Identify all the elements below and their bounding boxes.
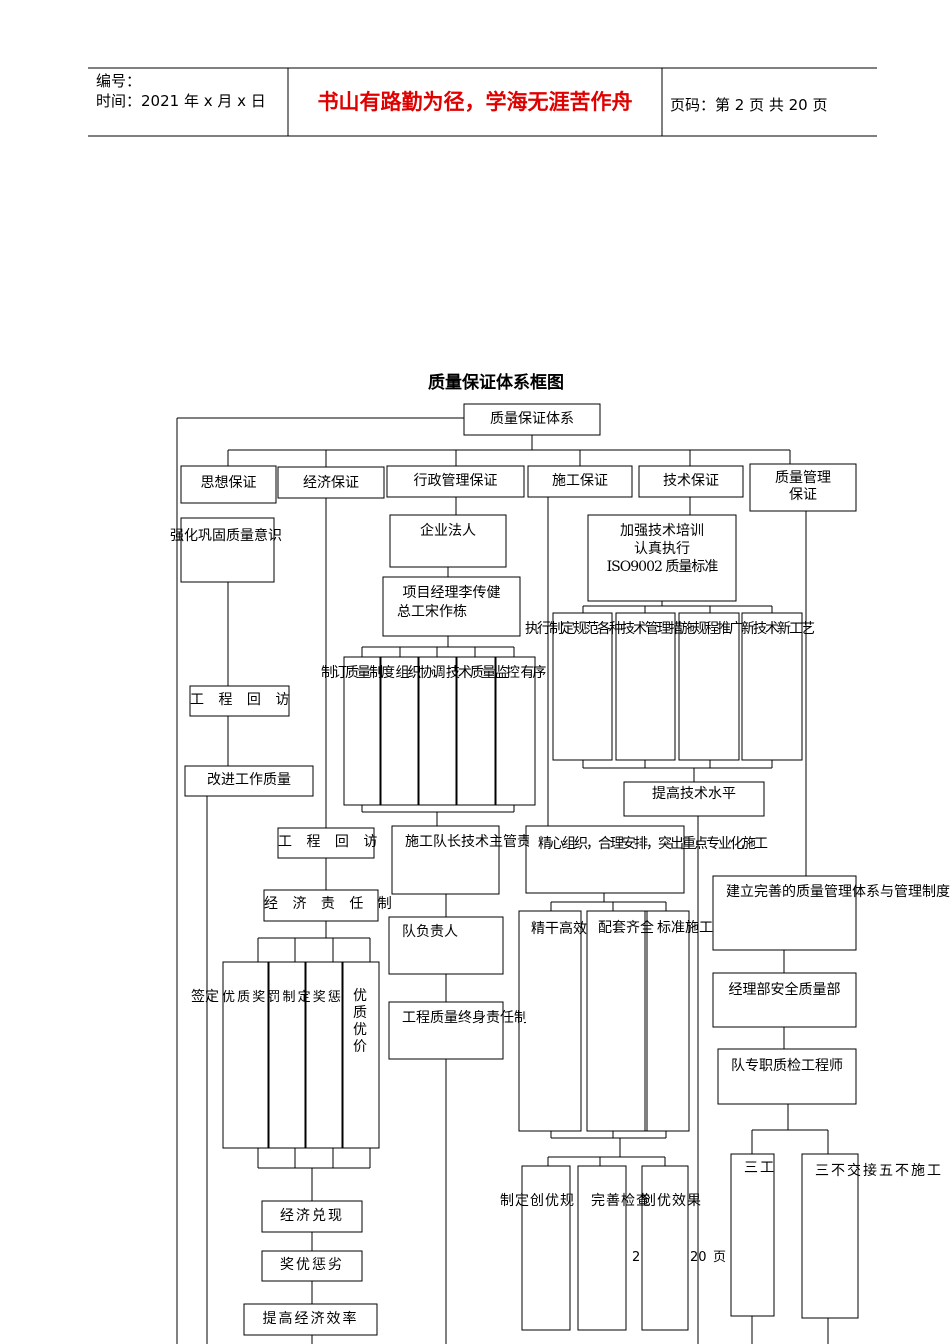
ideology-awareness: 强化巩固质量意识 xyxy=(170,528,282,544)
construction-rules: 制定创优规 xyxy=(500,1193,575,1209)
construction-lean: 精干高效 xyxy=(531,921,587,937)
qm-three: 三工 xyxy=(744,1160,776,1176)
header-motto: 书山有路勤为径，学海无涯苦作舟 xyxy=(317,89,633,114)
construction-standard: 标准施工 xyxy=(657,920,713,936)
tech-execute: 认真执行 xyxy=(634,541,690,557)
qm-three-no-handover: 三不交接五不施工 xyxy=(815,1163,943,1179)
admin-chief-engineer: 总工宋作栋 xyxy=(397,604,467,620)
category-ideology: 思想保证 xyxy=(200,475,257,491)
footer-page-unit: 页 xyxy=(713,1250,727,1265)
construction-effect: 创优效果 xyxy=(642,1193,702,1209)
admin-legal-person: 企业法人 xyxy=(420,523,476,539)
admin-team-lead: 施工队长技术主管责 xyxy=(405,834,529,850)
admin-team-responsible: 队负责人 xyxy=(402,924,458,940)
footer-page-total: 20 xyxy=(690,1250,707,1265)
category-economy: 经济保证 xyxy=(303,475,359,491)
admin-project-manager: 项目经理李传健 xyxy=(402,585,501,601)
tech-raise-level: 提高技术水平 xyxy=(652,786,736,802)
economy-revisit: 工 程 回 访 xyxy=(278,834,383,850)
document-number-label: 编号： xyxy=(96,72,142,90)
ideology-revisit: 工 程 回 访 xyxy=(190,692,295,708)
economy-quality-price: 优质优价 xyxy=(353,988,367,1055)
ideology-improve: 改进工作质量 xyxy=(207,772,291,788)
economy-reward: 奖优惩劣 xyxy=(280,1257,344,1273)
tech-training: 加强技术培训 xyxy=(620,523,704,539)
category-quality-management: 质量管理保证 xyxy=(775,470,831,503)
economy-sign: 签定 xyxy=(191,989,219,1005)
tech-iso-standard: ISO9002 质量标准 xyxy=(606,559,719,575)
admin-lifetime-responsibility: 工程质量终身责任制 xyxy=(402,1010,526,1026)
footer-page-number: 2 xyxy=(632,1250,641,1265)
page-indicator: 页码：第 2 页 共 20 页 xyxy=(670,96,828,114)
chart-title: 质量保证体系框图 xyxy=(428,373,564,393)
category-construction: 施工保证 xyxy=(552,473,608,489)
economy-overlap-labels: 优 质 奖 罚 制 定 奖 惩 xyxy=(222,990,341,1005)
root-node-label: 质量保证体系 xyxy=(490,411,574,427)
economy-cash: 经济兑现 xyxy=(280,1208,344,1224)
construction-complete: 配套齐全 xyxy=(598,920,654,936)
category-technology: 技术保证 xyxy=(663,473,719,489)
qm-inspector: 队专职质检工程师 xyxy=(731,1058,843,1074)
economy-efficiency: 提高经济效率 xyxy=(262,1311,359,1327)
construction-organize: 精心组织，合理安排，突出重点专业化施工 xyxy=(538,836,768,852)
economy-responsibility: 经 济 责 任 制 xyxy=(264,896,397,912)
admin-overlap-labels: 制订质量制度 组织协调 技术质量监控 有序 xyxy=(321,665,546,681)
document-time-label: 时间：2021 年 x 月 x 日 xyxy=(96,92,266,110)
tech-overlap-labels: 执行制定规范各种技术管理措施规程推广新技术新工艺 xyxy=(525,621,815,637)
qm-system: 建立完善的质量管理体系与管理制度 xyxy=(726,884,950,900)
construction-perfect: 完善检查 xyxy=(591,1193,651,1209)
qm-safety-quality-dept: 经理部安全质量部 xyxy=(728,982,841,998)
category-admin: 行政管理保证 xyxy=(413,473,498,489)
